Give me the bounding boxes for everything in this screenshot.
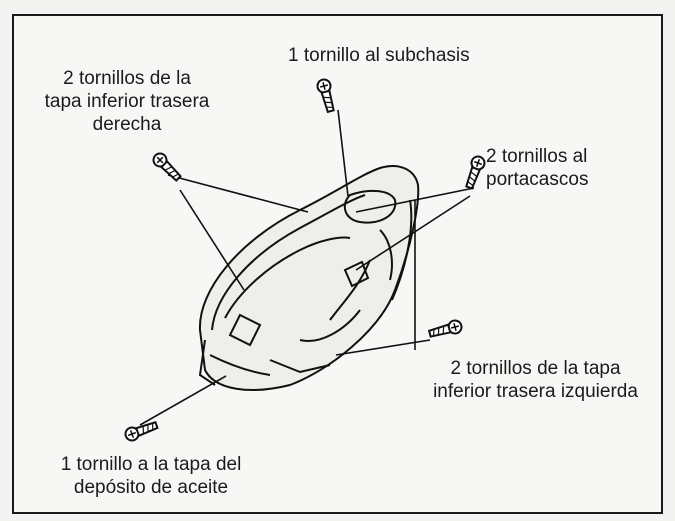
label-aceite: 1 tornillo a la tapa del depósito de ace… bbox=[26, 453, 276, 499]
label-derecha-line-1: 2 tornillos de la bbox=[63, 68, 191, 89]
screw-icon-subchasis bbox=[315, 77, 339, 114]
screw-icon-izquierda bbox=[427, 318, 464, 342]
label-aceite-line-2: depósito de aceite bbox=[73, 477, 229, 498]
label-portacascos-line-2: portacascos bbox=[486, 169, 589, 190]
label-derecha-line-2: tapa inferior trasera bbox=[44, 91, 210, 112]
screw-icon-portacascos bbox=[461, 153, 488, 191]
label-derecha-line-3: derecha bbox=[92, 114, 162, 135]
label-derecha: 2 tornillos de la tapa inferior trasera … bbox=[22, 67, 232, 136]
label-portacascos: 2 tornillos al portacascos bbox=[486, 145, 588, 191]
screw-icon-derecha bbox=[149, 149, 184, 184]
label-izquierda-line-2: inferior trasera izquierda bbox=[433, 381, 638, 402]
label-subchasis: 1 tornillo al subchasis bbox=[288, 44, 470, 67]
rear-cover-part bbox=[198, 165, 420, 391]
label-portacascos-line-1: 2 tornillos al bbox=[486, 146, 588, 167]
label-subchasis-line: 1 tornillo al subchasis bbox=[288, 45, 470, 66]
label-izquierda-line-1: 2 tornillos de la tapa bbox=[450, 358, 621, 379]
label-izquierda: 2 tornillos de la tapa inferior trasera … bbox=[413, 357, 658, 403]
screw-icon-aceite bbox=[122, 417, 160, 444]
label-aceite-line-1: 1 tornillo a la tapa del bbox=[60, 454, 242, 475]
